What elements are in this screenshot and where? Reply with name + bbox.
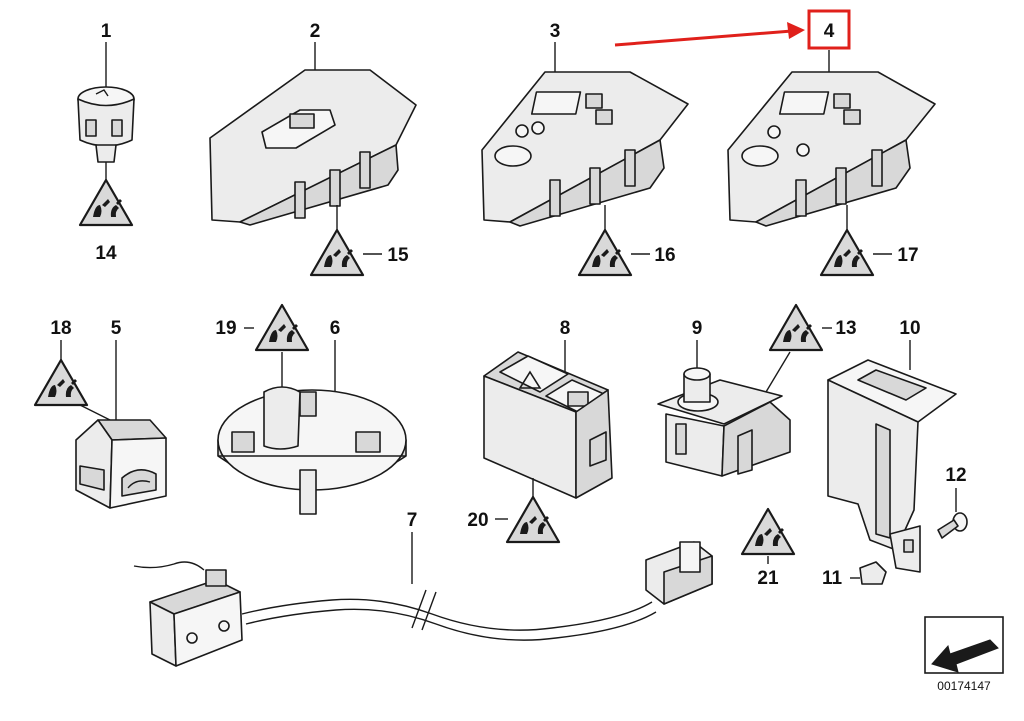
part-label-18: 18 bbox=[50, 318, 71, 339]
part-9-group: 9 13 bbox=[657, 303, 857, 477]
reference-number: 00174147 bbox=[937, 679, 991, 693]
part-label-11: 11 bbox=[822, 568, 843, 589]
warning-triangle-icon bbox=[33, 358, 89, 407]
warning-triangle-icon bbox=[78, 178, 134, 227]
part-label-4: 4 bbox=[824, 21, 835, 42]
part-2-group: 2 15 bbox=[209, 21, 417, 277]
highlight-box bbox=[807, 9, 851, 50]
warning-triangle-icon bbox=[254, 303, 310, 352]
part-label-19: 19 bbox=[215, 318, 236, 339]
warning-triangle-icon bbox=[309, 228, 365, 277]
part-4-window-switch bbox=[727, 71, 936, 227]
part-label-12: 12 bbox=[945, 465, 966, 486]
part-label-15: 15 bbox=[387, 245, 409, 266]
part-8-group: 8 20 bbox=[467, 318, 613, 544]
part-label-2: 2 bbox=[310, 21, 321, 42]
part-12-screw bbox=[937, 512, 968, 539]
warning-triangle-icon bbox=[768, 303, 824, 352]
part-7-microswitch-cable bbox=[133, 541, 713, 667]
part-9-push-switch bbox=[657, 367, 791, 477]
part-label-17: 17 bbox=[897, 245, 918, 266]
part-label-3: 3 bbox=[550, 21, 561, 42]
part-5-group: 18 5 bbox=[33, 318, 167, 509]
part-1-group: 1 14 bbox=[77, 21, 135, 264]
reference-block: 00174147 bbox=[924, 616, 1004, 693]
part-2-window-switch bbox=[209, 69, 417, 226]
hazard-triangle-icon bbox=[518, 370, 542, 389]
part-3-group: 3 16 bbox=[481, 21, 689, 277]
part-label-7: 7 bbox=[407, 510, 418, 531]
part-label-8: 8 bbox=[560, 318, 571, 339]
trunk-release-icon bbox=[127, 480, 151, 489]
part-4-group: 4 17 bbox=[614, 9, 936, 277]
part-11-clip bbox=[859, 561, 887, 585]
warning-triangle-icon bbox=[819, 228, 875, 277]
part-label-5: 5 bbox=[111, 318, 122, 339]
part-7-group: 7 21 bbox=[133, 507, 796, 667]
part-label-14: 14 bbox=[95, 243, 117, 264]
part-6-disc-sensor bbox=[217, 386, 407, 515]
highlight-arrowhead bbox=[787, 22, 805, 39]
navigation-arrow-icon bbox=[931, 639, 999, 673]
part-label-20: 20 bbox=[467, 510, 488, 531]
part-1-switch bbox=[77, 86, 135, 163]
highlight-arrow bbox=[614, 29, 793, 47]
part-label-10: 10 bbox=[899, 318, 920, 339]
part-5-trunk-switch bbox=[75, 419, 167, 509]
part-label-13: 13 bbox=[835, 318, 856, 339]
part-3-window-switch bbox=[481, 71, 689, 227]
warning-triangle-icon bbox=[740, 507, 796, 556]
part-label-9: 9 bbox=[692, 318, 703, 339]
part-label-16: 16 bbox=[654, 245, 675, 266]
part-label-1: 1 bbox=[101, 21, 112, 42]
part-10-bracket bbox=[827, 359, 957, 573]
part-6-group: 19 6 bbox=[215, 303, 407, 515]
part-10-group: 10 12 11 bbox=[822, 318, 968, 589]
warning-triangle-icon bbox=[505, 495, 561, 544]
part-label-21: 21 bbox=[757, 568, 779, 589]
part-8-hazard-switch bbox=[483, 351, 613, 499]
warning-triangle-icon bbox=[577, 228, 633, 277]
part-label-6: 6 bbox=[330, 318, 341, 339]
